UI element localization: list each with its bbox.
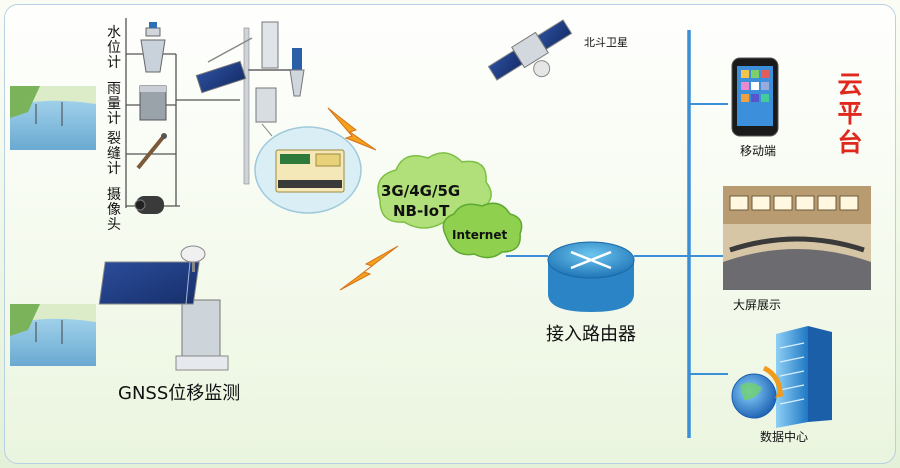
satellite-device	[487, 19, 573, 81]
big-screen-room-image	[723, 186, 871, 290]
internet-label: Internet	[452, 228, 508, 242]
cloud-platform-title: 云平台	[837, 70, 863, 157]
router-device	[547, 241, 635, 312]
data-center-device	[731, 326, 832, 428]
rain-gauge-device	[139, 85, 167, 121]
data-logger-callout	[254, 123, 362, 214]
wireless-signal-bolt-lower	[339, 245, 399, 291]
crack-meter-device	[136, 133, 167, 170]
river-scene-bottom	[10, 304, 96, 366]
rain-gauge-label: 雨量计	[107, 81, 121, 127]
network-type-label-2: NB-IoT	[393, 202, 450, 220]
wireless-signal-bolt-upper	[327, 107, 377, 151]
gnss-station-device	[98, 245, 229, 371]
mobile-label: 移动端	[740, 144, 777, 158]
big-screen-label: 大屏展示	[733, 298, 782, 312]
router-label: 接入路由器	[546, 324, 636, 345]
mobile-phone-device	[731, 57, 779, 137]
water-level-sensor-device	[140, 22, 166, 73]
water-level-label: 水位计	[107, 25, 121, 71]
data-center-label: 数据中心	[760, 430, 809, 444]
satellite-label: 北斗卫星	[584, 36, 628, 49]
network-type-label-1: 3G/4G/5G	[381, 182, 461, 200]
river-scene-top	[10, 86, 96, 150]
camera-device	[134, 196, 164, 214]
monitoring-station-mast	[195, 21, 305, 185]
gnss-label: GNSS位移监测	[118, 383, 241, 404]
camera-label: 摄像头	[107, 187, 121, 233]
network-cloud	[377, 152, 523, 259]
crack-meter-label: 裂缝计	[107, 131, 121, 177]
